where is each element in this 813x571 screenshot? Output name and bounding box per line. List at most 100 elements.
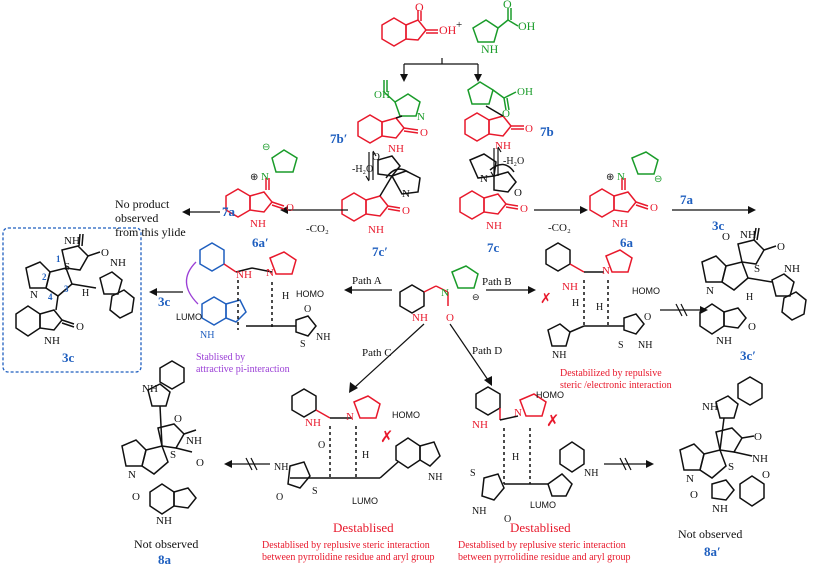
ts-d-h: H [512, 452, 519, 463]
3cp-o2: O [777, 241, 785, 253]
destab-d-title: Destablised [510, 520, 571, 535]
3cp-s: S [754, 263, 760, 275]
3c-box-num-4: 4 [48, 292, 53, 302]
ts-c-hn: NH [274, 462, 288, 473]
ts-a-nh2: NH [316, 332, 330, 343]
7b-o: O [502, 108, 510, 120]
6ap-minus: ⊖ [262, 142, 270, 153]
3cp-nh: NH [740, 229, 756, 241]
7b-oh: OH [517, 86, 533, 98]
arrow-head [149, 288, 157, 296]
3c-box-indole-nh: NH [110, 257, 126, 269]
3c-box-o2: O [76, 321, 84, 333]
ts-b-clash: ✗ [540, 292, 552, 307]
8ap-nh: NH [752, 453, 768, 465]
3c-box-num-2: 2 [42, 272, 47, 282]
ts-a-h: H [282, 291, 289, 302]
label-7a-right: 7a [680, 192, 694, 207]
8ap-s: S [728, 461, 734, 473]
6ap-nh: NH [250, 218, 266, 230]
6a-o: O [650, 202, 658, 214]
3cp-o3: O [748, 321, 756, 333]
ts-d-homo: HOMO [536, 390, 564, 400]
3cp-nh2: NH [716, 335, 732, 347]
3c-box-num-1: 1 [56, 254, 61, 264]
7cp-o2: O [402, 205, 410, 217]
8ap-indole-nh: NH [702, 401, 718, 413]
destab-c-detail-1: Destablised by replusive steric interact… [262, 540, 430, 551]
path-b-label: Path B [482, 276, 512, 288]
label-7b: 7b [540, 124, 554, 139]
ylide-minus: ⊖ [472, 292, 480, 302]
ts-b-nh: NH [562, 281, 578, 293]
arrow-head [484, 376, 492, 386]
ylide-n: N [441, 287, 449, 299]
arrow-head [182, 208, 190, 216]
6a-minus: ⊖ [654, 174, 662, 185]
label-7a-left: 7a [222, 204, 236, 219]
structure-7c [459, 153, 519, 220]
label-3c-right: 3c [712, 218, 725, 233]
8a-o: O [174, 413, 182, 425]
label-8a-prime: 8a′ [704, 544, 721, 559]
label-3c-box: 3c [62, 350, 75, 365]
7bp-nh: NH [388, 143, 404, 155]
ts-b-homo: HOMO [632, 286, 660, 296]
structure-8a [121, 360, 197, 515]
co2-left: -CO₂ [306, 223, 329, 235]
8ap-o: O [754, 431, 762, 443]
3c-box-h: H [82, 288, 89, 299]
ts-c-indole-nh: NH [428, 472, 442, 483]
ts-d-lumo: LUMO [530, 500, 556, 510]
8ap-n: N [686, 473, 694, 485]
arrow-path-d [449, 323, 489, 381]
7b-o2: O [525, 123, 533, 135]
8a-o3: O [132, 491, 140, 503]
ts-path-a [199, 242, 317, 337]
destab-c-title: Destablised [333, 520, 394, 535]
proline-hydroxyl: OH [518, 19, 536, 33]
ts-d-s: S [470, 468, 476, 479]
ts-d-nh: NH [472, 419, 488, 431]
3cp-h: H [746, 292, 753, 303]
3c-box-nh2: NH [44, 335, 60, 347]
8a-nh: NH [186, 435, 202, 447]
ts-a-homo: HOMO [296, 289, 324, 299]
7c-nh: NH [486, 220, 502, 232]
3c-box-nh: NH [64, 235, 80, 247]
proline-reactant [472, 8, 519, 43]
structure-3c-box [15, 233, 135, 337]
structure-7c-prime [341, 155, 421, 222]
6ap-o: O [286, 202, 294, 214]
no-product-1: No product [115, 197, 170, 211]
ylide-o: O [446, 312, 454, 324]
label-7b-prime: 7b′ [330, 131, 347, 146]
label-6a: 6a [620, 235, 634, 250]
3c-box-s: S [64, 261, 70, 273]
pi-interaction-arrow [185, 261, 199, 305]
ts-a-s: S [300, 339, 306, 350]
ts-c-h: H [362, 450, 369, 461]
structure-3c-prime [699, 227, 807, 335]
path-a-label: Path A [352, 275, 382, 287]
3c-box-n: N [30, 289, 38, 301]
arrow-block-mark [619, 457, 632, 471]
arrow-head [349, 382, 358, 393]
structure-7b-prime [357, 80, 421, 144]
8ap-o3: O [690, 489, 698, 501]
arrow-block-mark [245, 457, 258, 471]
7bp-n: N [417, 111, 425, 123]
arrow-head [474, 74, 482, 82]
ts-c-o2: O [318, 440, 325, 451]
8ap-not-observed: Not observed [678, 527, 742, 541]
ts-c-nh: NH [305, 417, 321, 429]
label-3c-prime: 3c′ [740, 348, 756, 363]
arrow-head [224, 460, 232, 468]
label-3c-left: 3c [158, 294, 171, 309]
water-right: -H₂O [503, 156, 524, 167]
7cp-nh: NH [368, 224, 384, 236]
water-left: -H₂O [352, 164, 373, 175]
6a-charge: ⊕ [606, 172, 614, 183]
ts-d-o: O [504, 514, 511, 525]
